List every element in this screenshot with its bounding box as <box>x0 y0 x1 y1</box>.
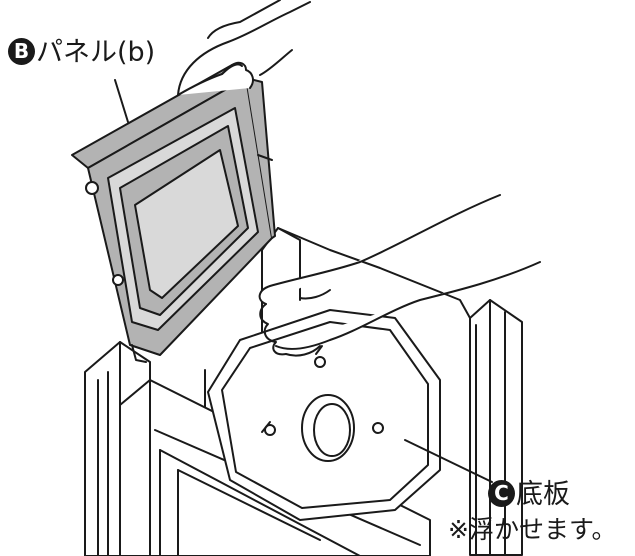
panel-label-text: パネル(b) <box>36 37 156 68</box>
left-hand <box>177 0 311 96</box>
hinge-pin <box>112 274 124 286</box>
panel-b <box>71 64 276 363</box>
hinge-pin <box>85 181 99 195</box>
right-hand <box>258 194 541 357</box>
leader-line-panel <box>114 79 129 123</box>
panel-letter-badge: B <box>8 38 35 65</box>
leader-line-bottom <box>404 439 493 483</box>
float-note: ※浮かせます。 <box>448 515 617 544</box>
center-hole <box>301 394 355 462</box>
bottom-letter-badge: C <box>488 480 515 507</box>
bottom-label-text: 底板 <box>516 479 570 510</box>
bottom-board <box>207 309 441 521</box>
